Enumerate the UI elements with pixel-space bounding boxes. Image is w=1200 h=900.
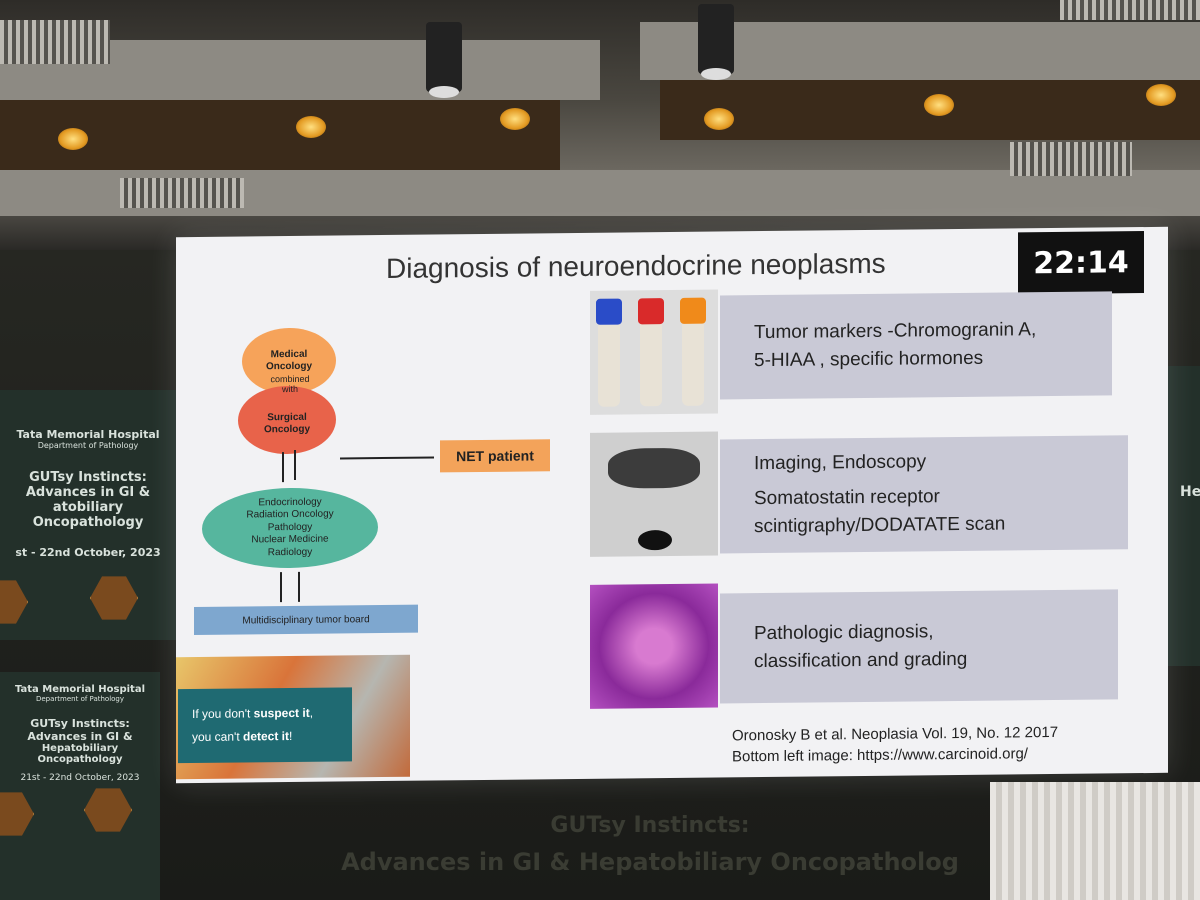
- ceiling-light: [924, 94, 954, 116]
- card-line: 5-HIAA , specific hormones: [754, 347, 984, 372]
- scintigraphy-scan-image: [590, 431, 718, 557]
- blood-tube: [596, 298, 622, 407]
- banner-event-line2: Advances in GI &: [25, 485, 151, 500]
- banner-hospital: Tata Memorial Hospital: [16, 428, 160, 441]
- blood-tube: [638, 298, 664, 407]
- suspect-line-2-end: !: [289, 728, 293, 744]
- suspect-image: If you don't suspect it, you can't detec…: [176, 654, 410, 780]
- blood-tube: [680, 297, 706, 406]
- specialties-bubble: Endocrinology Radiation Oncology Patholo…: [202, 487, 378, 569]
- projector-screen: Diagnosis of neuroendocrine neoplasms 22…: [176, 226, 1168, 784]
- card-line: classification and grading: [754, 648, 968, 673]
- net-patient-box: NET patient: [440, 439, 550, 473]
- left-event-banner: Tata Memorial Hospital Department of Pat…: [0, 390, 176, 640]
- ceiling-light: [704, 108, 734, 130]
- banner-event-line1: GUTsy Instincts:: [29, 470, 147, 485]
- blood-tubes-photo: [590, 289, 718, 415]
- tube-cap: [596, 298, 622, 325]
- suspect-caption: If you don't suspect it, you can't detec…: [178, 687, 352, 764]
- ceiling: [0, 0, 1200, 250]
- podium-event-line3: Hepatobiliary Oncopathology: [37, 743, 123, 765]
- scan-blob: [638, 530, 672, 551]
- stage-banner: GUTsy Instincts: Advances in GI & Hepato…: [300, 808, 1000, 882]
- combined-with-label: combined with: [270, 373, 310, 395]
- banner-department: Department of Pathology: [37, 441, 139, 450]
- suspect-line-2: you can't detect it!: [192, 724, 352, 748]
- card-line: Imaging, Endoscopy: [754, 451, 927, 475]
- suspect-line-1-bold: suspect it: [253, 705, 310, 721]
- podium-hospital: Tata Memorial Hospital: [14, 684, 146, 695]
- stage-line-2: Advances in GI & Hepatobiliary Oncopatho…: [341, 848, 959, 877]
- ceiling-light: [1146, 84, 1176, 106]
- ceiling-light: [296, 116, 326, 138]
- ceiling-light: [58, 128, 88, 150]
- arrow-up: [298, 571, 300, 602]
- suspect-line-2-bold: detect it: [243, 729, 290, 744]
- citation: Oronosky B et al. Neoplasia Vol. 19, No.…: [732, 722, 1058, 767]
- podium-dates: 21st - 22nd October, 2023: [20, 773, 140, 783]
- ceiling-vent: [0, 20, 110, 64]
- card-line: scintigraphy/DODATATE scan: [754, 513, 1006, 538]
- spotlight: [698, 4, 734, 80]
- specialty-nuclear-medicine: Nuclear Medicine: [251, 533, 329, 546]
- countdown-timer: 22:14: [1018, 231, 1144, 295]
- right-banner-fragment: He: [1180, 484, 1200, 500]
- pathology-card: Pathologic diagnosis, classification and…: [720, 589, 1118, 704]
- podium-department: Department of Pathology: [35, 695, 125, 703]
- tumor-board-box: Multidisciplinary tumor board: [194, 604, 418, 636]
- surgical-oncology-label: Surgical Oncology: [263, 411, 311, 436]
- ceiling-light: [500, 108, 530, 130]
- tube-cap: [638, 298, 664, 325]
- banner-dates: st - 22nd October, 2023: [15, 546, 161, 559]
- podium-event-line2: Advances in GI &: [27, 730, 133, 743]
- ceiling-vent: [120, 178, 244, 208]
- podium-table: [990, 782, 1200, 900]
- scan-blob: [608, 447, 700, 489]
- arrow-from-net-patient: [340, 456, 434, 460]
- suspect-line-1: If you don't suspect it,: [192, 702, 352, 726]
- suspect-line-2-text: you can't: [192, 729, 243, 745]
- arrow-down: [280, 572, 282, 603]
- medical-oncology-label: Medical Oncology: [265, 348, 313, 373]
- podium-event-line1: GUTsy Instincts:: [30, 717, 130, 730]
- histology-image: [590, 583, 718, 709]
- spotlight: [426, 22, 462, 98]
- arrow-up: [294, 449, 296, 480]
- card-line: Pathologic diagnosis,: [754, 620, 934, 644]
- tumor-markers-card: Tumor markers -Chromogranin A, 5-HIAA , …: [720, 291, 1112, 400]
- ceiling-vent: [1010, 142, 1132, 176]
- imaging-card: Imaging, Endoscopy Somatostatin receptor…: [720, 435, 1128, 554]
- ceiling-recess: [0, 100, 560, 170]
- suspect-line-1-text: If you don't: [192, 706, 254, 722]
- image-credit: Bottom left image: https://www.carcinoid…: [732, 745, 1028, 766]
- arrow-down: [282, 452, 284, 483]
- specialty-radiation-oncology: Radiation Oncology: [246, 508, 334, 521]
- slide-title: Diagnosis of neuroendocrine neoplasms: [386, 247, 886, 284]
- specialty-radiology: Radiology: [267, 546, 313, 558]
- suspect-line-1-end: ,: [309, 705, 314, 720]
- surgical-oncology-bubble: Surgical Oncology: [238, 385, 336, 455]
- specialty-pathology: Pathology: [267, 521, 313, 533]
- ceiling-vent: [1060, 0, 1200, 20]
- stage-line-1: GUTsy Instincts:: [550, 813, 750, 838]
- tube-cap: [680, 297, 706, 324]
- card-line: Somatostatin receptor: [754, 485, 940, 509]
- podium-banner: Tata Memorial Hospital Department of Pat…: [0, 672, 160, 900]
- specialty-endocrinology: Endocrinology: [258, 496, 322, 509]
- card-line: Tumor markers -Chromogranin A,: [754, 318, 1037, 343]
- banner-event-line3: atobiliary Oncopathology: [32, 500, 144, 530]
